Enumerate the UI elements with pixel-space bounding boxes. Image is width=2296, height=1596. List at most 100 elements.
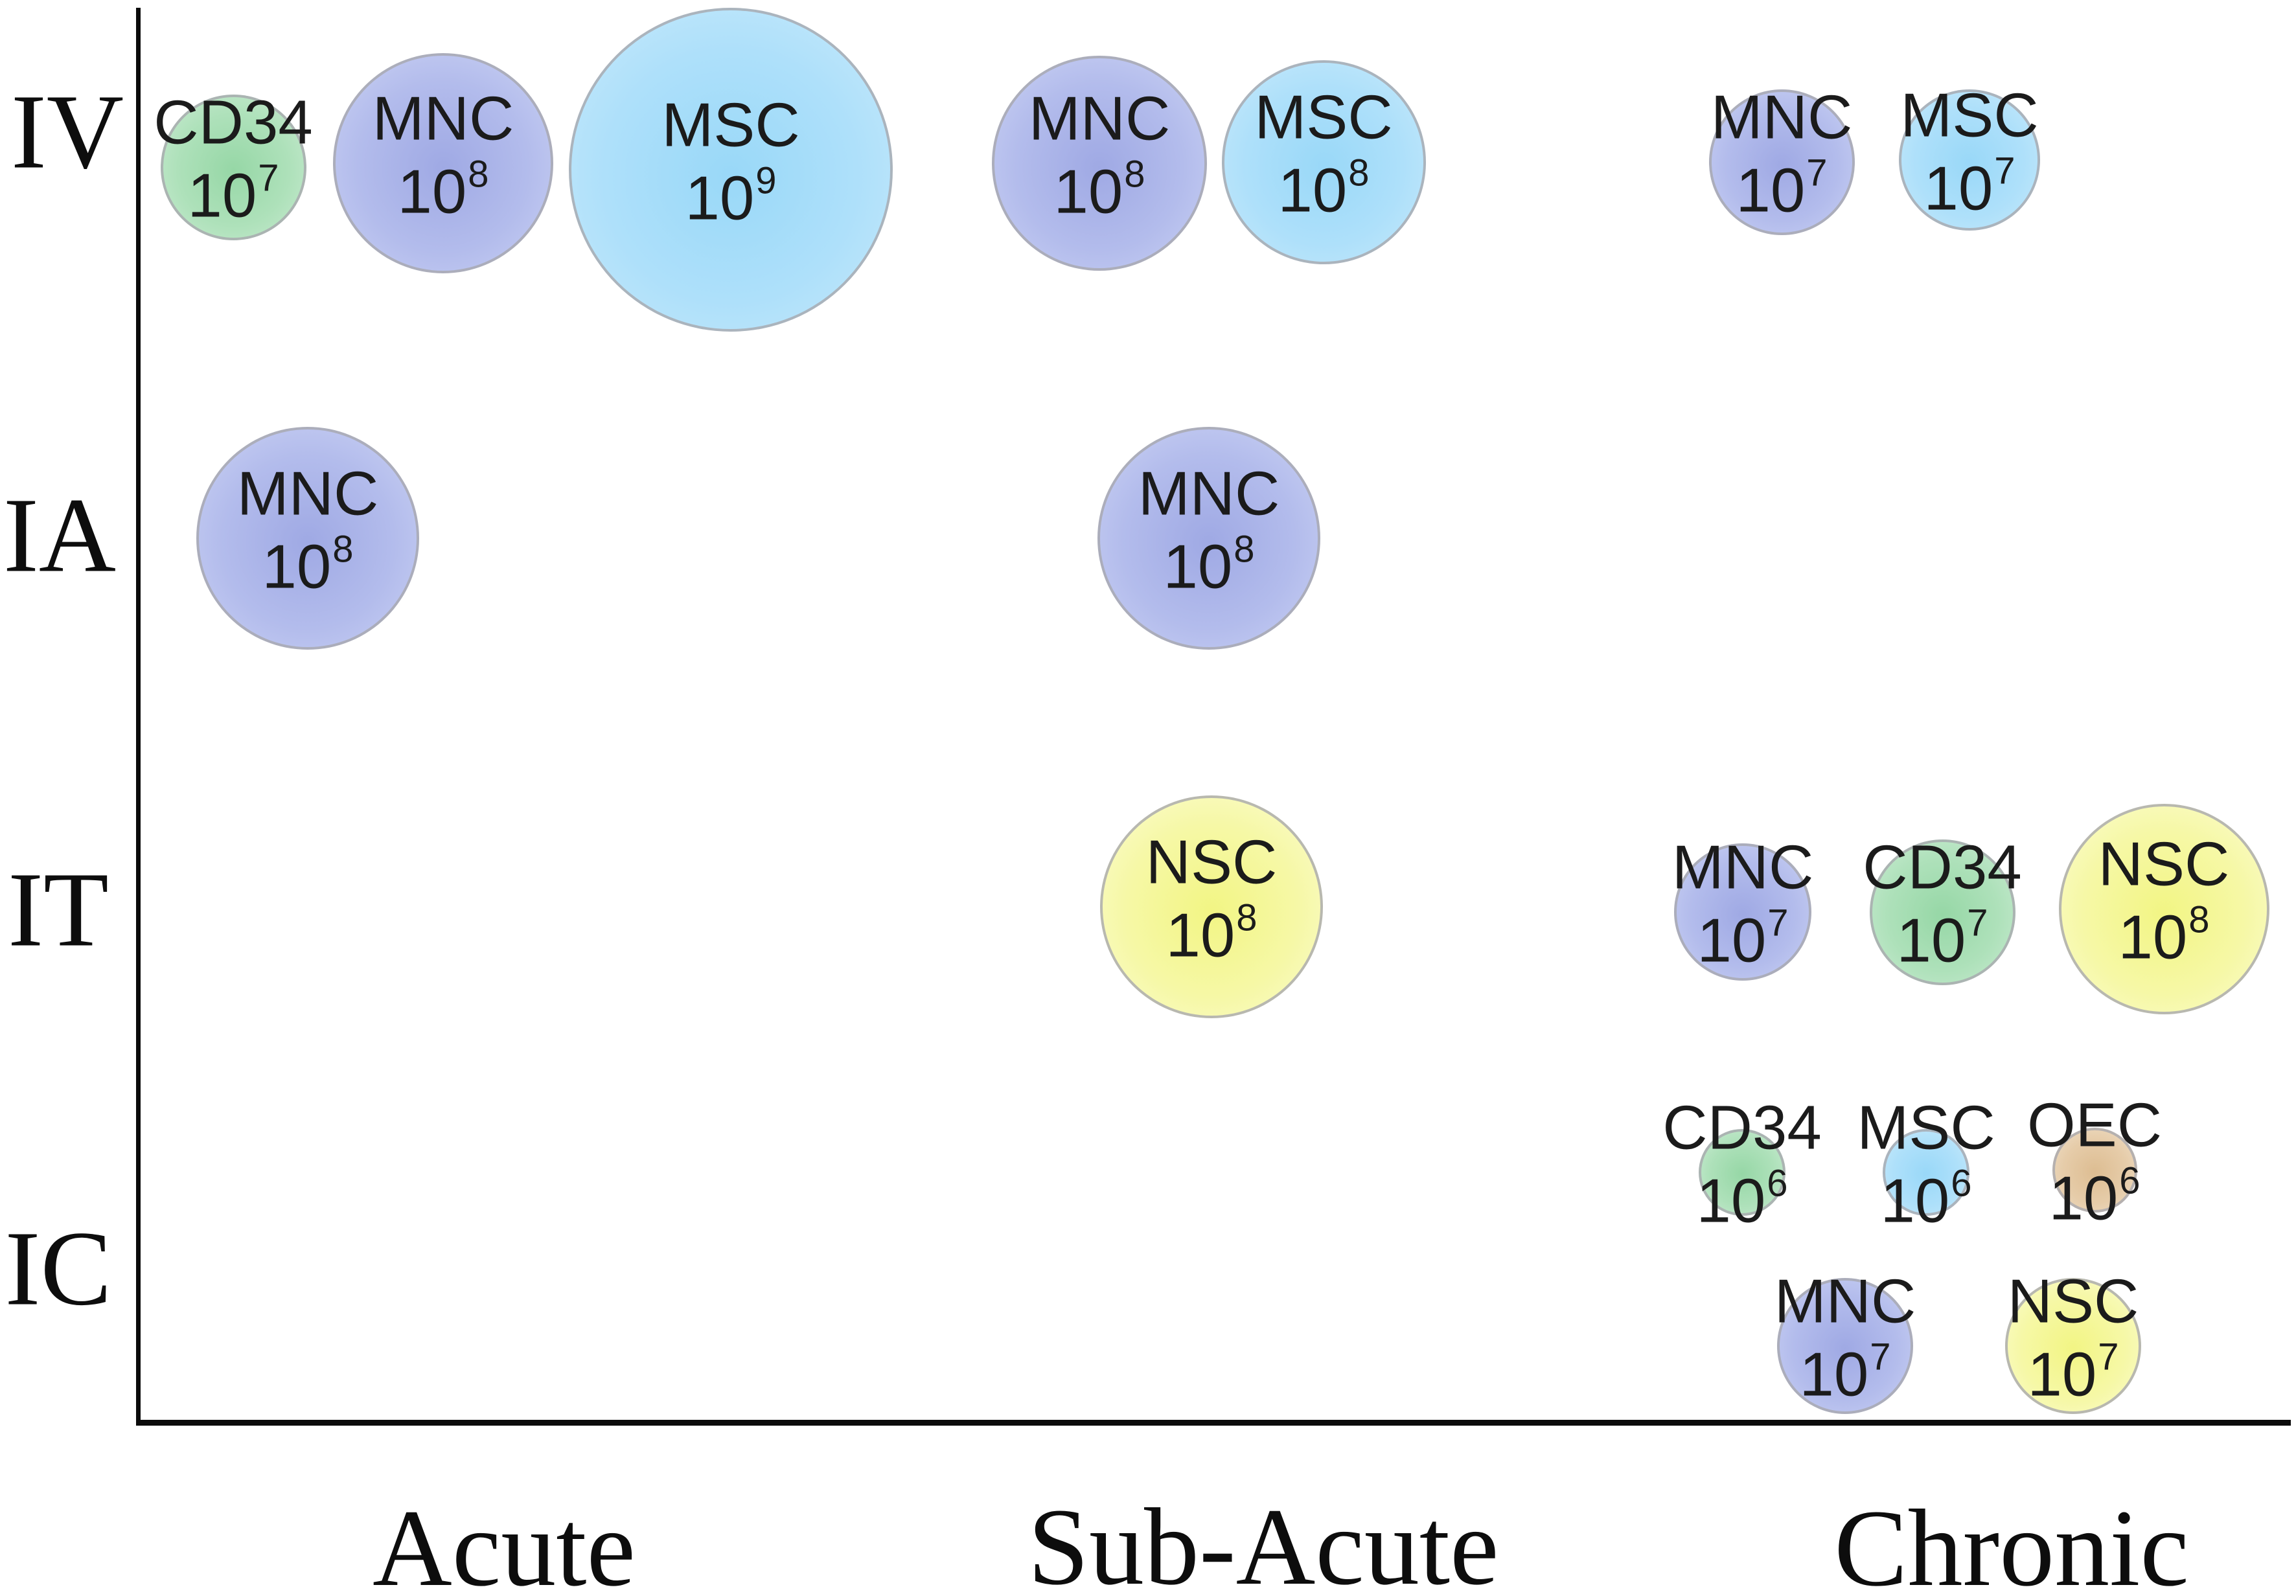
dose-exponent: 7 <box>1767 902 1789 944</box>
dose-exponent: 8 <box>1348 152 1370 194</box>
dose-base: 10 <box>1163 532 1233 602</box>
dose-label: 108 <box>2098 898 2230 983</box>
dose-exponent: 7 <box>1870 1336 1891 1378</box>
dose-base: 10 <box>1278 155 1348 225</box>
dose-exponent: 8 <box>2188 898 2210 941</box>
dose-label: 107 <box>1774 1336 1916 1420</box>
cell-type-label: MSC <box>1857 1093 1995 1163</box>
cell-type-label: MSC <box>1254 82 1393 152</box>
y-tick-label-ic: IC <box>5 1209 112 1328</box>
dose-exponent: 7 <box>1967 902 1988 944</box>
dose-label: 107 <box>1900 150 2038 234</box>
dose-exponent: 7 <box>258 157 279 200</box>
dose-base: 10 <box>1697 906 1767 975</box>
dose-base: 10 <box>1165 900 1235 970</box>
dose-base: 10 <box>1896 906 1966 975</box>
dose-base: 10 <box>187 161 257 231</box>
dose-exponent: 7 <box>1994 150 2015 192</box>
dose-exponent: 6 <box>1767 1162 1788 1205</box>
dose-label: 106 <box>2027 1160 2162 1244</box>
cell-type-label: NSC <box>2098 829 2230 899</box>
cell-type-label: MNC <box>372 84 514 154</box>
dose-label: 106 <box>1662 1162 1821 1246</box>
cell-type-label: MNC <box>1028 84 1171 154</box>
dose-base: 10 <box>1880 1166 1950 1236</box>
cell-type-label: MSC <box>661 90 800 160</box>
cell-type-label: OEC <box>2026 1090 2163 1160</box>
cell-type-label: MNC <box>1671 832 1814 902</box>
dose-exponent: 8 <box>1234 528 1255 571</box>
dose-label: 108 <box>1029 154 1171 237</box>
dose-label: 109 <box>661 159 799 244</box>
cell-type-label: CD34 <box>1662 1093 1822 1163</box>
dose-exponent: 8 <box>332 528 354 571</box>
dose-base: 10 <box>685 163 755 233</box>
y-axis-line <box>136 8 141 1425</box>
dose-base: 10 <box>1923 154 1993 223</box>
cell-type-label: NSC <box>1145 827 1278 897</box>
cell-type-label: CD34 <box>154 87 313 157</box>
dose-label: 108 <box>237 528 379 612</box>
y-tick-label-ia: IA <box>3 475 117 595</box>
dose-base: 10 <box>1053 157 1123 227</box>
dose-base: 10 <box>2049 1163 2118 1233</box>
dose-base: 10 <box>1799 1340 1869 1409</box>
dose-label: 107 <box>1711 152 1853 236</box>
dose-exponent: 9 <box>755 159 777 202</box>
x-tick-label-sub-acute: Sub-Acute <box>1027 1486 1499 1596</box>
dose-label: 108 <box>373 154 514 237</box>
dose-base: 10 <box>1736 155 1806 225</box>
dose-label: 107 <box>154 157 312 241</box>
dose-base: 10 <box>2027 1340 2097 1409</box>
dose-base: 10 <box>1696 1166 1766 1236</box>
dose-label: 107 <box>1863 902 2021 986</box>
x-tick-label-chronic: Chronic <box>1834 1487 2189 1596</box>
dose-label: 108 <box>1138 528 1280 612</box>
cell-type-label: MNC <box>1710 82 1853 152</box>
y-tick-label-it: IT <box>8 850 109 969</box>
x-axis-line <box>136 1420 2291 1426</box>
cell-type-label: MNC <box>236 459 379 529</box>
dose-exponent: 7 <box>2098 1336 2119 1378</box>
dose-label: 108 <box>1254 152 1392 236</box>
dose-label: 107 <box>2008 1336 2139 1420</box>
dose-label: 108 <box>1146 897 1278 981</box>
cell-type-label: CD34 <box>1863 832 2022 902</box>
x-tick-label-acute: Acute <box>373 1487 636 1596</box>
dose-label: 106 <box>1857 1163 1995 1246</box>
dose-base: 10 <box>2118 902 2188 972</box>
cell-type-label: MNC <box>1138 459 1280 529</box>
dose-exponent: 7 <box>1806 152 1828 194</box>
